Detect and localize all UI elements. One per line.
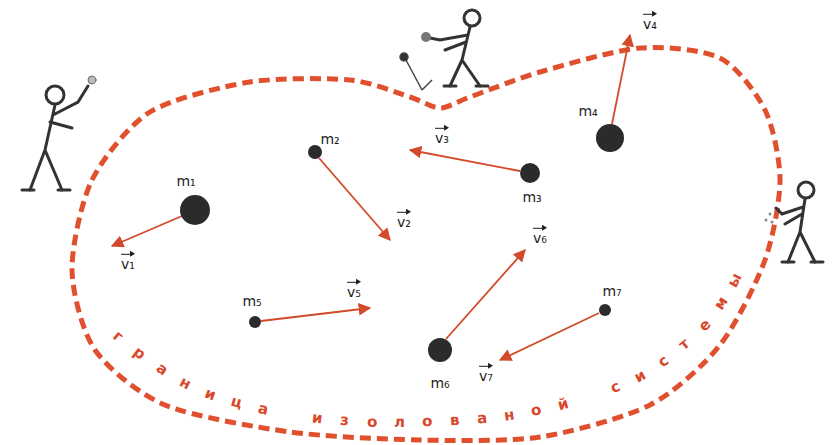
caption-letter: н [503, 407, 515, 423]
caption-letter: а [476, 411, 487, 427]
body-ball [249, 316, 261, 328]
caption-letter: о [422, 414, 433, 429]
velocity-arrow [261, 308, 370, 321]
caption-letter: ы [725, 271, 745, 290]
velocity-label: v₄ [643, 12, 657, 32]
caption-letter: т [677, 336, 693, 353]
ball-on-string [400, 53, 432, 90]
velocity-arrow [446, 250, 525, 339]
mass-label: m₂ [320, 132, 339, 147]
body-ball [599, 304, 611, 316]
motion-dots [765, 213, 774, 224]
mass-label: m₃ [522, 190, 541, 205]
caption-letter: й [556, 396, 570, 413]
body-ball [180, 195, 210, 225]
caption-letter: о [367, 414, 378, 429]
text-guide [118, 280, 735, 422]
velocity-label: v₁ [121, 252, 135, 272]
mass-label: m₆ [430, 376, 449, 391]
caption-letter: о [530, 402, 543, 419]
caption-letter: и [632, 367, 648, 385]
caption-letter: с [608, 379, 622, 396]
mass-label: m₄ [578, 104, 597, 119]
caption-letter: с [655, 353, 671, 370]
body-ball [308, 145, 322, 159]
velocity-arrow [500, 313, 599, 360]
caption-letter: з [340, 413, 350, 429]
caption-letter: е [696, 317, 714, 335]
velocity-label: v₂ [397, 210, 411, 230]
velocity-arrow [112, 216, 182, 246]
person-figure [421, 10, 488, 86]
caption-letter: л [394, 415, 405, 430]
velocity-arrow [410, 150, 520, 171]
body-ball [520, 163, 540, 183]
caption-letter: ц [229, 394, 244, 411]
velocity-label: v₃ [435, 126, 449, 146]
velocity-arrow [612, 35, 630, 124]
caption-letter: м [712, 295, 731, 313]
caption-letter: а [153, 360, 170, 378]
body-ball [428, 338, 452, 362]
mass-label: m₁ [176, 174, 195, 189]
velocity-label: v₇ [479, 364, 493, 384]
caption-letter: и [311, 410, 323, 426]
caption-letter: р [131, 344, 149, 362]
person-figure [776, 182, 823, 262]
velocity-label: v₆ [533, 226, 547, 246]
caption-letter: и [203, 386, 218, 404]
body-ball [596, 124, 624, 152]
caption-letter: в [449, 413, 459, 429]
person-figure [22, 76, 96, 190]
mass-label: m₅ [242, 294, 261, 309]
caption-letter: н [177, 375, 193, 393]
velocity-arrow [319, 158, 390, 240]
velocity-label: v₅ [347, 280, 361, 300]
system-boundary [72, 48, 780, 441]
caption-letter: г [110, 328, 126, 345]
caption-letter: а [257, 401, 270, 418]
mass-label: m₇ [602, 284, 621, 299]
